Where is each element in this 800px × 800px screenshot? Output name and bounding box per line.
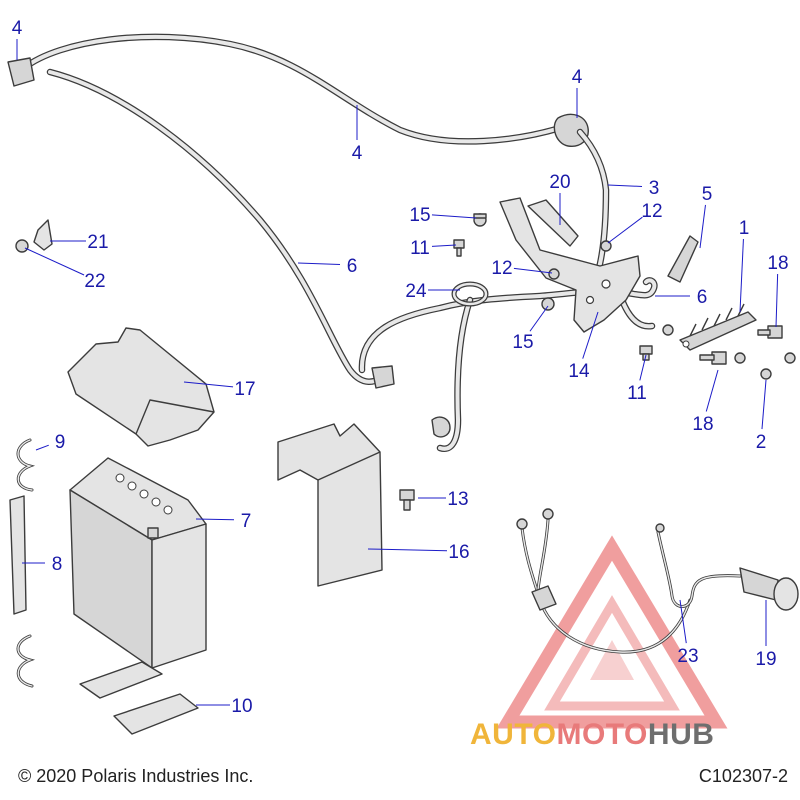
spring-9-top bbox=[16, 438, 36, 492]
inline-fuse-holder bbox=[531, 585, 557, 611]
callout-label: 15 bbox=[512, 332, 533, 353]
bolt-18-left bbox=[699, 351, 727, 365]
callout-label: 8 bbox=[52, 554, 63, 575]
callout-label: 11 bbox=[627, 383, 647, 404]
watermark-text: AUTOMOTOHUB bbox=[470, 718, 714, 752]
nut-22 bbox=[15, 239, 29, 253]
callout-label: 13 bbox=[447, 489, 468, 510]
figure-code: C102307-2 bbox=[698, 766, 788, 786]
leader-line bbox=[582, 311, 599, 359]
leader-line bbox=[24, 247, 85, 276]
nut-right-3 bbox=[784, 352, 796, 364]
nut-right-1 bbox=[662, 324, 674, 336]
callout-label: 6 bbox=[347, 256, 358, 277]
callout-label: 18 bbox=[767, 253, 788, 274]
harness-ring-terminal bbox=[431, 416, 451, 438]
cable-4-terminal-right bbox=[553, 113, 589, 147]
leader-line bbox=[529, 305, 549, 332]
battery-7 bbox=[69, 457, 207, 669]
callout-label: 15 bbox=[409, 205, 430, 226]
fastener-15-mid bbox=[541, 297, 555, 311]
callout-label: 9 bbox=[55, 432, 66, 453]
callout-label: 19 bbox=[755, 649, 776, 670]
callout-label: 6 bbox=[697, 287, 708, 308]
callout-label: 20 bbox=[549, 172, 570, 193]
leader-line bbox=[367, 548, 448, 552]
callout-label: 22 bbox=[84, 271, 105, 292]
leader-line bbox=[775, 273, 779, 328]
watermark-moto: MOTO bbox=[556, 718, 648, 751]
watermark-auto: AUTO bbox=[470, 718, 557, 751]
callout-label: 21 bbox=[87, 232, 108, 253]
callout-label: 17 bbox=[234, 379, 255, 400]
leader-line bbox=[35, 444, 49, 451]
spring-9-bottom bbox=[16, 634, 36, 688]
cable-6-terminal bbox=[371, 365, 395, 389]
callout-label: 4 bbox=[12, 18, 23, 39]
cable-4-terminal-left bbox=[7, 57, 35, 87]
callout-label: 23 bbox=[677, 646, 698, 667]
callout-label: 4 bbox=[352, 143, 363, 164]
nut-right-2 bbox=[734, 352, 746, 364]
leader-line bbox=[607, 216, 643, 244]
callout-layer: 4 4 4 20 3 5 15 12 1 21 11 18 6 12 22 24 6 15 14 17 11 18 9 2 13… bbox=[12, 18, 789, 717]
cable-4 bbox=[7, 33, 610, 276]
fastener-11-top bbox=[453, 239, 465, 257]
bolt-13 bbox=[399, 489, 415, 511]
callout-label: 3 bbox=[649, 178, 660, 199]
callout-label: 2 bbox=[756, 432, 767, 453]
callout-label: 10 bbox=[231, 696, 252, 717]
strap-8 bbox=[9, 495, 27, 615]
callout-label: 5 bbox=[702, 184, 713, 205]
leader-line bbox=[639, 354, 647, 381]
pad-10-top bbox=[79, 661, 163, 699]
fastener-11-low bbox=[639, 345, 653, 361]
leader-line bbox=[761, 379, 767, 430]
terminal-block-1 bbox=[679, 303, 757, 351]
leader-line bbox=[739, 238, 744, 313]
bracket-14 bbox=[499, 197, 641, 333]
leader-line bbox=[679, 599, 687, 644]
nut-12-top bbox=[600, 240, 612, 252]
leader-line bbox=[431, 214, 477, 219]
callout-label: 18 bbox=[692, 414, 713, 435]
leader-line bbox=[195, 518, 235, 521]
callout-label: 1 bbox=[739, 218, 750, 239]
leader-line bbox=[297, 262, 341, 266]
copyright-text: © 2020 Polaris Industries Inc. bbox=[18, 766, 254, 786]
leader-line bbox=[607, 184, 643, 187]
terminal-5 bbox=[667, 235, 699, 283]
callout-label: 14 bbox=[568, 361, 590, 382]
watermark-logo-icon bbox=[496, 535, 728, 729]
leader-line bbox=[183, 381, 234, 388]
pad-10-bottom bbox=[113, 693, 199, 735]
harness-23 bbox=[516, 508, 742, 654]
leader-line bbox=[513, 267, 553, 274]
callout-label: 4 bbox=[572, 67, 583, 88]
watermark-hub: HUB bbox=[647, 718, 715, 751]
nut-2 bbox=[760, 368, 772, 380]
leader-line bbox=[699, 204, 706, 249]
leader-line bbox=[431, 244, 457, 247]
fastener-15-top bbox=[473, 213, 487, 227]
leader-line bbox=[705, 369, 719, 412]
callout-label: 7 bbox=[241, 511, 252, 532]
cable-6 bbox=[46, 68, 395, 389]
bolt-18-right bbox=[757, 325, 783, 339]
callout-label: 12 bbox=[641, 201, 662, 222]
sleeve-20 bbox=[527, 199, 579, 247]
callout-label: 24 bbox=[405, 281, 427, 302]
callout-label: 12 bbox=[491, 258, 512, 279]
connector-19 bbox=[739, 567, 799, 611]
nut-12-mid bbox=[548, 268, 560, 280]
callout-label: 11 bbox=[410, 238, 430, 259]
shield-16 bbox=[277, 423, 383, 587]
clip-21 bbox=[33, 219, 53, 251]
callout-label: 16 bbox=[448, 542, 469, 563]
